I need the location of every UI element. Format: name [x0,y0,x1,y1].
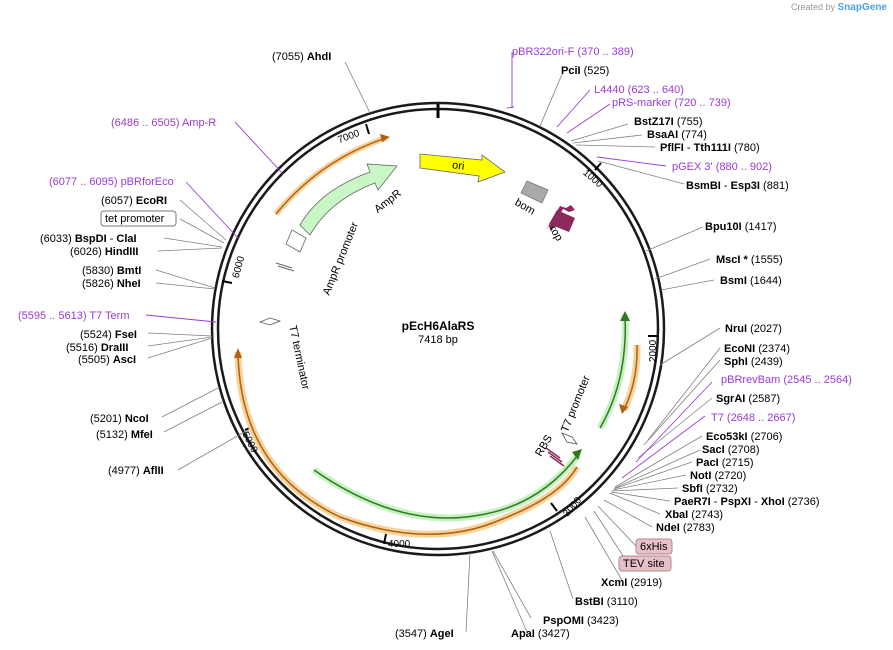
insert-inner-arc[interactable] [313,454,579,519]
primer-prs[interactable]: pRS-marker (720 .. 739) [612,97,731,109]
his-tag-label: 6xHis [640,541,668,553]
site-bpu10i[interactable]: Bpu10I (1417) [705,221,777,233]
backbone [210,101,666,557]
site-asci[interactable]: (5505) AscI [78,354,136,366]
tet-promoter-box[interactable]: tet promoter [100,210,177,227]
brand-created-by: Created by [790,2,836,12]
primer-pbr322ori[interactable]: pBR322ori-F (370 .. 389) [512,46,634,58]
ori-arrow[interactable] [419,153,506,183]
leader-lines [147,61,721,633]
right-orange-arc[interactable] [623,344,638,411]
site-bstbi[interactable]: BstBI (3110) [575,596,638,608]
site-sbfi[interactable]: SbfI (2732) [682,483,738,495]
tick-2000: 2000 [648,339,659,362]
site-bspdi[interactable]: (6033) BspDI - ClaI [40,233,137,245]
site-pcii[interactable]: PciI (525) [561,65,609,77]
t7-terminator-arrow[interactable] [258,317,282,326]
right-green-arc[interactable] [599,314,627,429]
ampr-promoter-hatch [275,262,295,272]
site-nhei[interactable]: (5826) NheI [82,278,141,290]
insert-outer-arrowhead [234,348,242,358]
site-pspomi[interactable]: PspOMI (3423) [543,615,619,627]
primer-pgex[interactable]: pGEX 3' (880 .. 902) [672,161,772,173]
ampr-outer-arrowhead [380,134,390,142]
site-xcmi[interactable]: XcmI (2919) [601,577,662,589]
t7-promoter-label: T7 promoter [559,374,593,434]
site-paer7i[interactable]: PaeR7I - PspXI - XhoI (2736) [674,496,820,508]
tick-3000: 3000 [561,495,584,519]
primer-pbrforeco[interactable]: (6077 .. 6095) pBRforEco [49,176,174,188]
tick-4000: 4000 [388,539,411,550]
bom-label: bom [513,196,538,217]
insert-outer-arc[interactable] [237,351,578,536]
primer-ampr[interactable]: (6486 .. 6505) Amp-R [111,117,216,129]
site-sphi[interactable]: SphI (2439) [724,356,783,368]
site-labels: (7055) AhdI PciI (525) BstZ17I (755) Bsa… [40,51,820,640]
bom-box[interactable] [520,180,549,204]
site-pflfi[interactable]: PflFI - Tth111I (780) [660,142,760,154]
site-hindiii[interactable]: (6026) HindIII [70,246,138,258]
rbs-marker[interactable] [545,447,565,467]
ori-label: ori [451,159,465,172]
site-eco53ki[interactable]: Eco53kI (2706) [706,431,782,443]
primer-leaders [145,52,713,479]
insert-inner-arrowhead [572,449,582,460]
site-ahdi[interactable]: (7055) AhdI [272,51,331,63]
site-nrui[interactable]: NruI (2027) [725,323,782,335]
right-green-arrowhead [620,311,630,321]
site-agei[interactable]: (3547) AgeI [395,628,454,640]
site-bsmbi[interactable]: BsmBI - Esp3I (881) [686,180,789,192]
tev-site-box[interactable]: TEV site [618,555,672,572]
primer-labels: pBR322ori-F (370 .. 389) L4440 (623 .. 6… [18,46,852,424]
ampr-outer-arc-line[interactable] [275,137,387,215]
site-bstz17i[interactable]: BstZ17I (755) [634,116,703,128]
site-apai[interactable]: ApaI (3427) [511,628,570,640]
site-aflii[interactable]: (4977) AflII [108,465,164,477]
site-sgrai[interactable]: SgrAI (2587) [716,393,780,405]
site-fsei[interactable]: (5524) FseI [80,329,137,341]
site-noti[interactable]: NotI (2720) [690,470,746,482]
site-ecori[interactable]: (6057) EcoRI [101,195,167,207]
right-orange-arrowhead [619,404,628,414]
his-tag-box[interactable]: 6xHis [635,538,673,555]
site-paci[interactable]: PacI (2715) [696,457,754,469]
primer-pbrrevbam[interactable]: pBRrevBam (2545 .. 2564) [721,374,852,386]
t7-terminator-label: T7 terminator [286,324,311,391]
primer-t7[interactable]: T7 (2648 .. 2667) [711,412,795,424]
plasmid-name: pEcH6AlaRS [402,319,475,333]
plasmid-size: 7418 bp [418,334,458,346]
tick-6000: 6000 [231,255,247,280]
site-bmti[interactable]: (5830) BmtI [82,265,141,277]
primer-l4440[interactable]: L4440 (623 .. 640) [594,84,684,96]
primer-t7term[interactable]: (5595 .. 5613) T7 Term [18,310,130,322]
site-xbai[interactable]: XbaI (2743) [665,509,723,521]
site-mfei[interactable]: (5132) MfeI [96,429,153,441]
site-bsmi[interactable]: BsmI (1644) [720,275,782,287]
site-msci[interactable]: MscI * (1555) [716,254,783,266]
site-econi[interactable]: EcoNI (2374) [724,343,790,355]
t7-promoter-arrow[interactable] [561,432,578,445]
site-saci[interactable]: SacI (2708) [702,444,760,456]
snapgene-logo: SnapGene [837,2,887,13]
ampr-label: AmpR [372,187,404,215]
ampr-arrow[interactable] [299,163,398,236]
site-ndei[interactable]: NdeI (2783) [656,522,715,534]
ampr-promoter-label: AmpR promoter [321,220,361,297]
tev-site-label: TEV site [623,558,665,570]
rop-arrow-body [549,210,575,232]
site-bsaai[interactable]: BsaAI (774) [647,129,707,141]
tet-promoter-label: tet promoter [105,213,165,225]
snapgene-brand: Created by SnapGene [791,2,887,13]
insert-inner-arc-bg [311,452,581,522]
site-ncoi[interactable]: (5201) NcoI [90,413,149,425]
site-draiii[interactable]: (5516) DraIII [66,342,128,354]
insert-outer-arc-bg [234,351,581,538]
ampr-promoter-arrow[interactable] [285,229,307,253]
